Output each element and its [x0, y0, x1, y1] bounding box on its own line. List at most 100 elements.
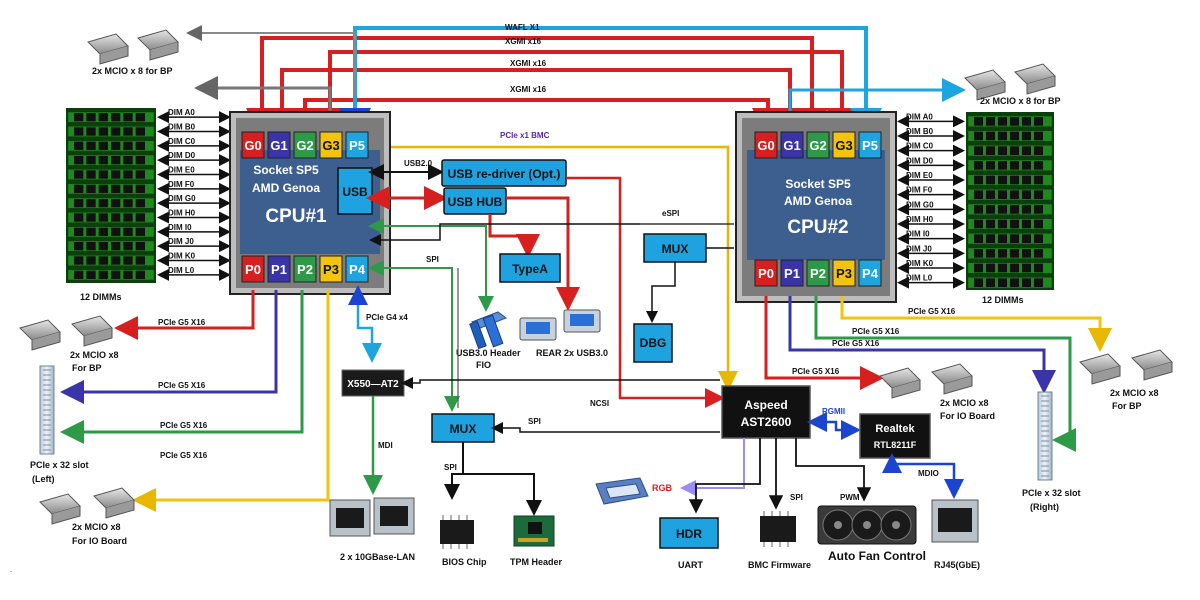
dimm-chip — [123, 141, 133, 150]
aspeed-label-2: AST2600 — [741, 415, 792, 429]
dimm-chip — [135, 199, 145, 208]
dimm-chip — [86, 213, 96, 222]
cpu2-top-port-label-g1: G1 — [783, 138, 800, 153]
cpu2-top-port-label-g3: G3 — [835, 138, 852, 153]
bus-label-espi: eSPI — [662, 209, 679, 218]
usb-hub-label: USB HUB — [448, 195, 503, 209]
cpu1-bottom-port-p0 — [241, 255, 265, 283]
dimm-channel-dim-j0-left: DIM J0 — [168, 237, 194, 246]
dimm-chip — [86, 113, 96, 122]
dimm-chip — [74, 199, 84, 208]
caption-rear-usb: REAR 2x USB3.0 — [536, 348, 608, 358]
caption-dimms-right: 12 DIMMs — [982, 295, 1024, 305]
dimm-channel-dim-b0-right: DIM B0 — [906, 127, 934, 136]
aspeed-label-1: Aspeed — [744, 398, 787, 412]
dimm-chip — [111, 199, 121, 208]
bus-label-xgmi-1: XGMI x16 — [505, 37, 542, 46]
dimm-chip — [74, 270, 84, 279]
caption-mcio-l1a: 2x MCIO x8 — [70, 350, 119, 360]
cpu1-pcie-label-p0: PCIe G5 X16 — [158, 318, 206, 327]
lan-jacks-icon — [329, 497, 415, 537]
dimm-chip — [998, 117, 1007, 126]
dimm-chip — [123, 227, 133, 236]
rear-usb-icon — [519, 309, 601, 341]
dimm-chip — [135, 242, 145, 251]
caption-uart: UART — [678, 560, 703, 570]
dimm-chip — [98, 170, 108, 179]
vga-connector-icon — [595, 477, 649, 505]
caption-slot-r2: (Right) — [1030, 502, 1059, 512]
dimm-channel-dim-h0-right: DIM H0 — [906, 215, 934, 224]
caption-mcio-top-left: 2x MCIO x 8 for BP — [92, 66, 173, 76]
dimm-chip — [98, 227, 108, 236]
dimm-chip — [1022, 175, 1031, 185]
dimm-chip — [111, 170, 121, 179]
dimm-chip — [974, 190, 983, 199]
caption-mcio-l1b: For BP — [72, 363, 102, 373]
cpu2-name: CPU#2 — [787, 217, 848, 238]
caption-mcio-r2b: For BP — [1112, 401, 1142, 411]
bus-label-spi-mux: SPI — [528, 417, 541, 426]
cpu2-bottom-port-p4 — [858, 259, 882, 287]
dimm-chip — [974, 131, 983, 141]
dimm-channel-dim-g0-right: DIM G0 — [906, 200, 934, 209]
dimm-chip — [98, 156, 108, 165]
bus-label-mdi: MDI — [378, 441, 393, 450]
bus-label-xgmi-3: XGMI x16 — [510, 85, 547, 94]
dimm-chip — [86, 227, 96, 236]
mcio-right-io — [879, 363, 973, 399]
dimm-chip — [123, 256, 133, 265]
dimm-channel-dim-f0-left: DIM F0 — [168, 180, 195, 189]
dimm-channel-dim-g0-left: DIM G0 — [168, 194, 196, 203]
dimm-chip — [111, 127, 121, 136]
dimm-channel-dim-h0-left: DIM H0 — [168, 209, 196, 218]
dimm-chip — [1010, 249, 1019, 258]
dimm-chip — [998, 219, 1007, 229]
dimm-chip — [123, 199, 133, 208]
dimm-channel-dim-e0-right: DIM E0 — [906, 171, 933, 180]
caption-slot-l1: PCIe x 32 slot — [30, 460, 89, 470]
hdr-box — [659, 517, 719, 549]
dimm-chip — [123, 270, 133, 279]
dimm-chip — [1022, 146, 1031, 155]
dimm-chip — [1034, 219, 1043, 229]
dimm-chip — [986, 234, 995, 243]
cpu2-bottom-port-p0 — [754, 259, 778, 287]
dimm-chip — [111, 270, 121, 279]
mcio-left-bp — [19, 315, 113, 351]
dimm-chip — [123, 170, 133, 179]
cpu2-bottom-port-label-p3: P3 — [836, 266, 852, 281]
dimm-chip — [974, 205, 983, 214]
cpu1-pcie-label-p1: PCIe G5 X16 — [158, 381, 206, 390]
dimm-chip — [1022, 219, 1031, 229]
dimm-channel-dim-d0-left: DIM D0 — [168, 151, 196, 160]
usb3-header-icon — [469, 311, 508, 350]
cpu2-socket-label: Socket SP5 — [785, 177, 851, 191]
dimm-chip — [1034, 146, 1043, 155]
dimm-chip — [123, 156, 133, 165]
cpu2-bottom-port-label-p1: P1 — [784, 266, 800, 281]
dimm-chip — [1034, 175, 1043, 185]
realtek-label-2: RTL8211F — [874, 440, 917, 450]
dimm-chip — [74, 184, 84, 193]
cpu2-bottom-port-p3 — [832, 259, 856, 287]
cpu1-socket-label: Socket SP5 — [253, 163, 319, 177]
dimm-chip — [998, 278, 1007, 287]
dimm-chip — [135, 227, 145, 236]
caption-slot-r1: PCIe x 32 slot — [1022, 488, 1081, 498]
caption-mcio-r1b: For IO Board — [940, 411, 995, 421]
dimm-chip — [98, 184, 108, 193]
rj45-gbe-icon — [931, 499, 979, 543]
dimm-chip — [998, 175, 1007, 185]
dimm-chip — [86, 242, 96, 251]
cpu1-top-port-label-g1: G1 — [270, 138, 287, 153]
dimm-chip — [998, 161, 1007, 170]
dimm-chip — [98, 256, 108, 265]
realtek-label-1: Realtek — [875, 423, 915, 435]
dimm-chip — [998, 263, 1007, 273]
cpu1-bottom-port-p2 — [293, 255, 317, 283]
bus-label-ncsi: NCSI — [590, 399, 609, 408]
dimm-chip — [74, 113, 84, 122]
